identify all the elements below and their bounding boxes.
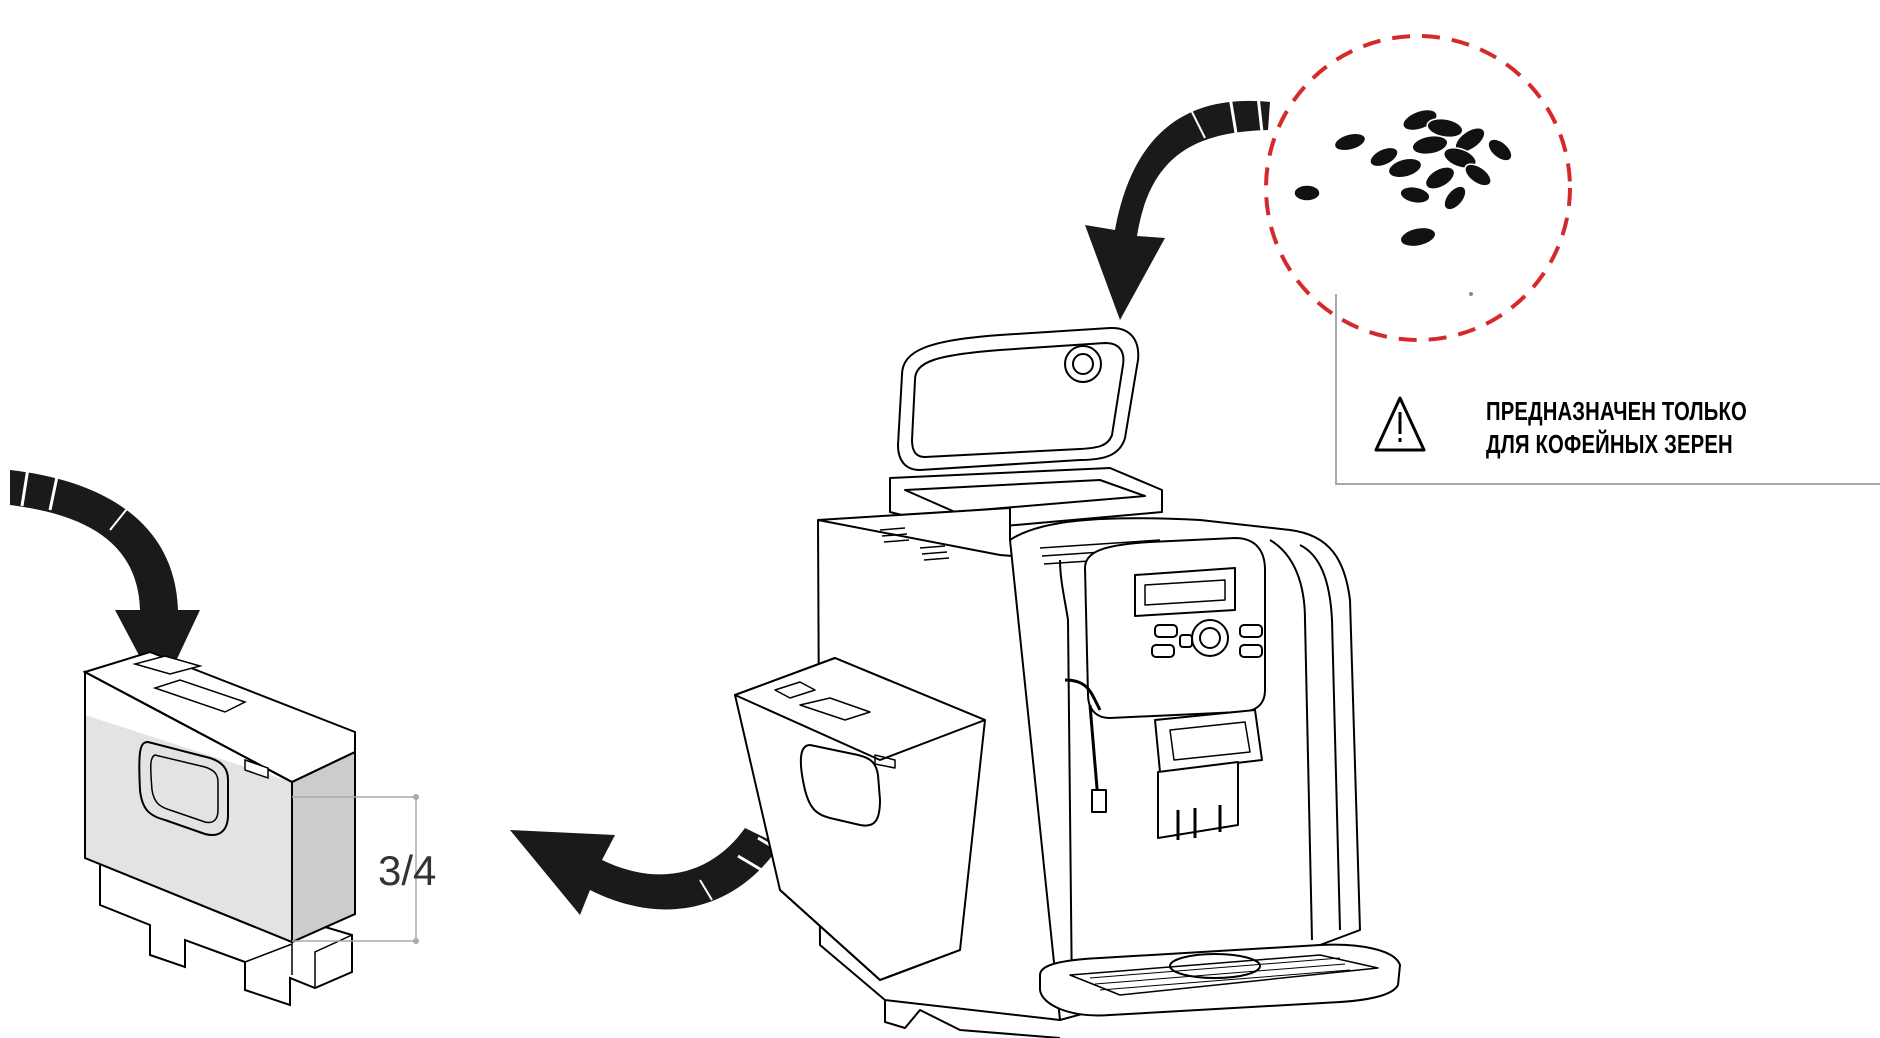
arrow-pour-beans (1085, 96, 1270, 320)
warning-triangle-icon (1376, 398, 1424, 450)
arrow-remove-tank (510, 828, 782, 915)
coffee-beans-icon (1294, 105, 1516, 249)
tank-fill-level-label: 3/4 (378, 847, 436, 895)
warning-line-2: ДЛЯ КОФЕЙНЫХ ЗЕРЕН (1486, 428, 1782, 461)
water-tank (85, 652, 419, 1005)
warning-line-1: ПРЕДНАЗНАЧЕН ТОЛЬКО (1486, 395, 1782, 428)
coffee-machine (735, 328, 1400, 1038)
warning-text: ПРЕДНАЗНАЧЕН ТОЛЬКО ДЛЯ КОФЕЙНЫХ ЗЕРЕН (1486, 395, 1782, 461)
